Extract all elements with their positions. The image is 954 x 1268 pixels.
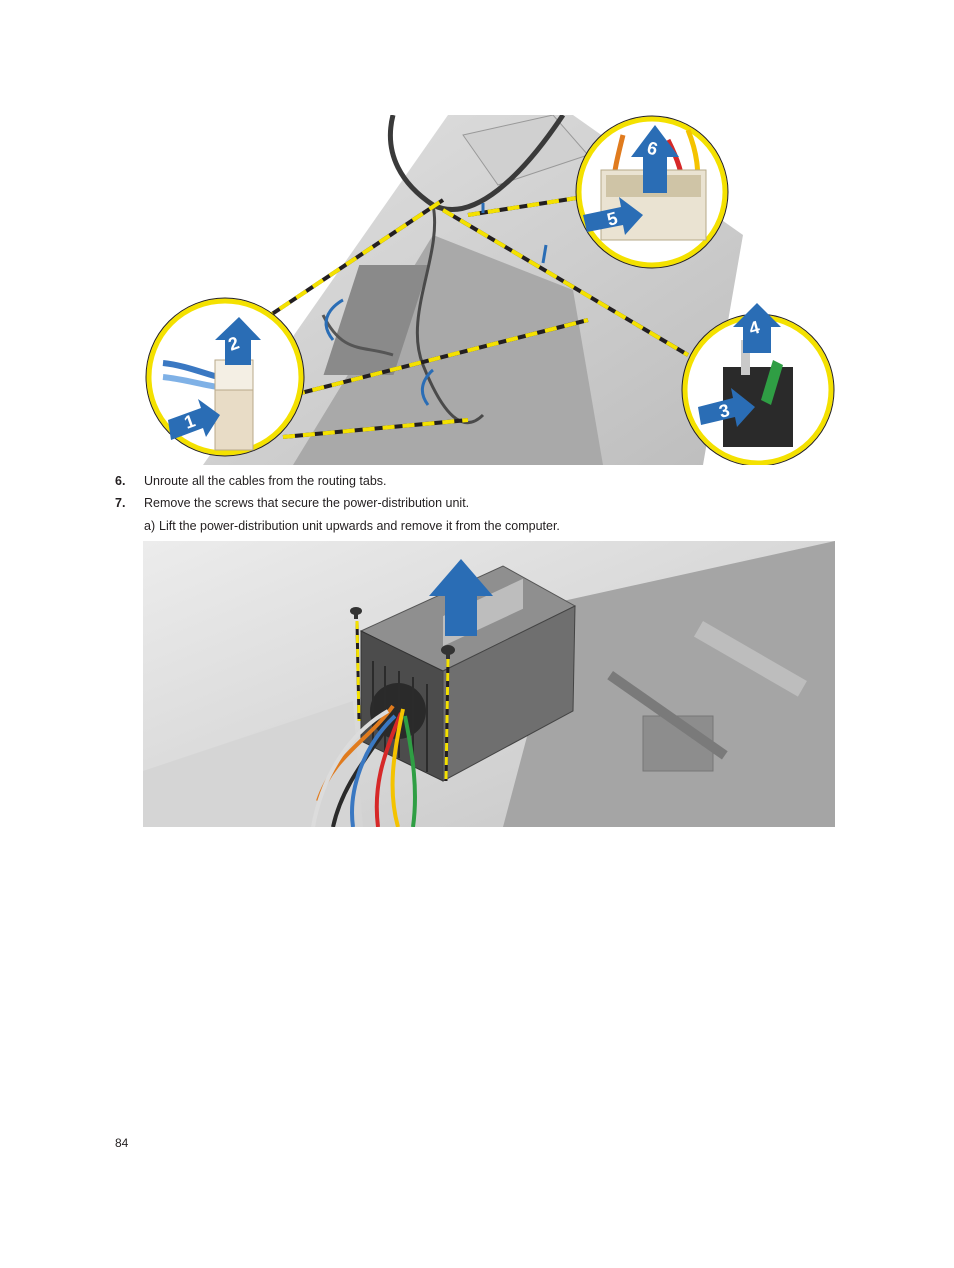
motherboard <box>293 235 603 465</box>
memory-slots <box>323 265 430 375</box>
screw-guides <box>355 620 450 782</box>
callout-number-3: 3 <box>717 400 732 422</box>
screw <box>441 645 455 659</box>
cable-routing-figure: 1 2 5 6 3 4 <box>145 115 835 465</box>
routing-arrows <box>324 203 548 406</box>
step-number: 6. <box>115 474 126 488</box>
page-number: 84 <box>115 1136 129 1150</box>
pci-slot <box>607 671 728 760</box>
callout-connector-bottom-right <box>681 303 835 465</box>
substep-text: Lift the power-distribution unit upwards… <box>159 519 560 533</box>
arrow-2 <box>215 317 261 365</box>
cable-bundle <box>311 704 418 827</box>
step-text: Unroute all the cables from the routing … <box>144 474 387 488</box>
leader-lines <box>261 195 690 439</box>
pci-slot <box>694 621 807 697</box>
motherboard <box>503 541 835 827</box>
lift-arrow <box>429 559 493 636</box>
callout-connector-top-right <box>575 115 729 269</box>
callout-number-6: 6 <box>645 138 660 160</box>
step-text: Remove the screws that secure the power-… <box>144 496 470 510</box>
side-panel <box>143 701 363 827</box>
step-number: 7. <box>115 496 126 510</box>
arrow-5 <box>583 197 643 235</box>
pdu-side <box>442 605 576 782</box>
cable-bundle <box>321 314 394 357</box>
callout-number-4: 4 <box>747 317 762 339</box>
callout-connector-left <box>145 297 305 457</box>
arrow-4 <box>733 303 781 353</box>
pdu-vent-grid <box>372 661 428 772</box>
power-distribution-unit-figure <box>143 541 835 827</box>
arrow-3 <box>698 388 755 427</box>
substep-number: a) <box>144 519 156 533</box>
arrow-6 <box>631 125 679 193</box>
screw <box>350 607 362 619</box>
callout-number-5: 5 <box>605 208 620 230</box>
cable-bundle <box>387 115 566 212</box>
arrow-1 <box>168 399 220 440</box>
